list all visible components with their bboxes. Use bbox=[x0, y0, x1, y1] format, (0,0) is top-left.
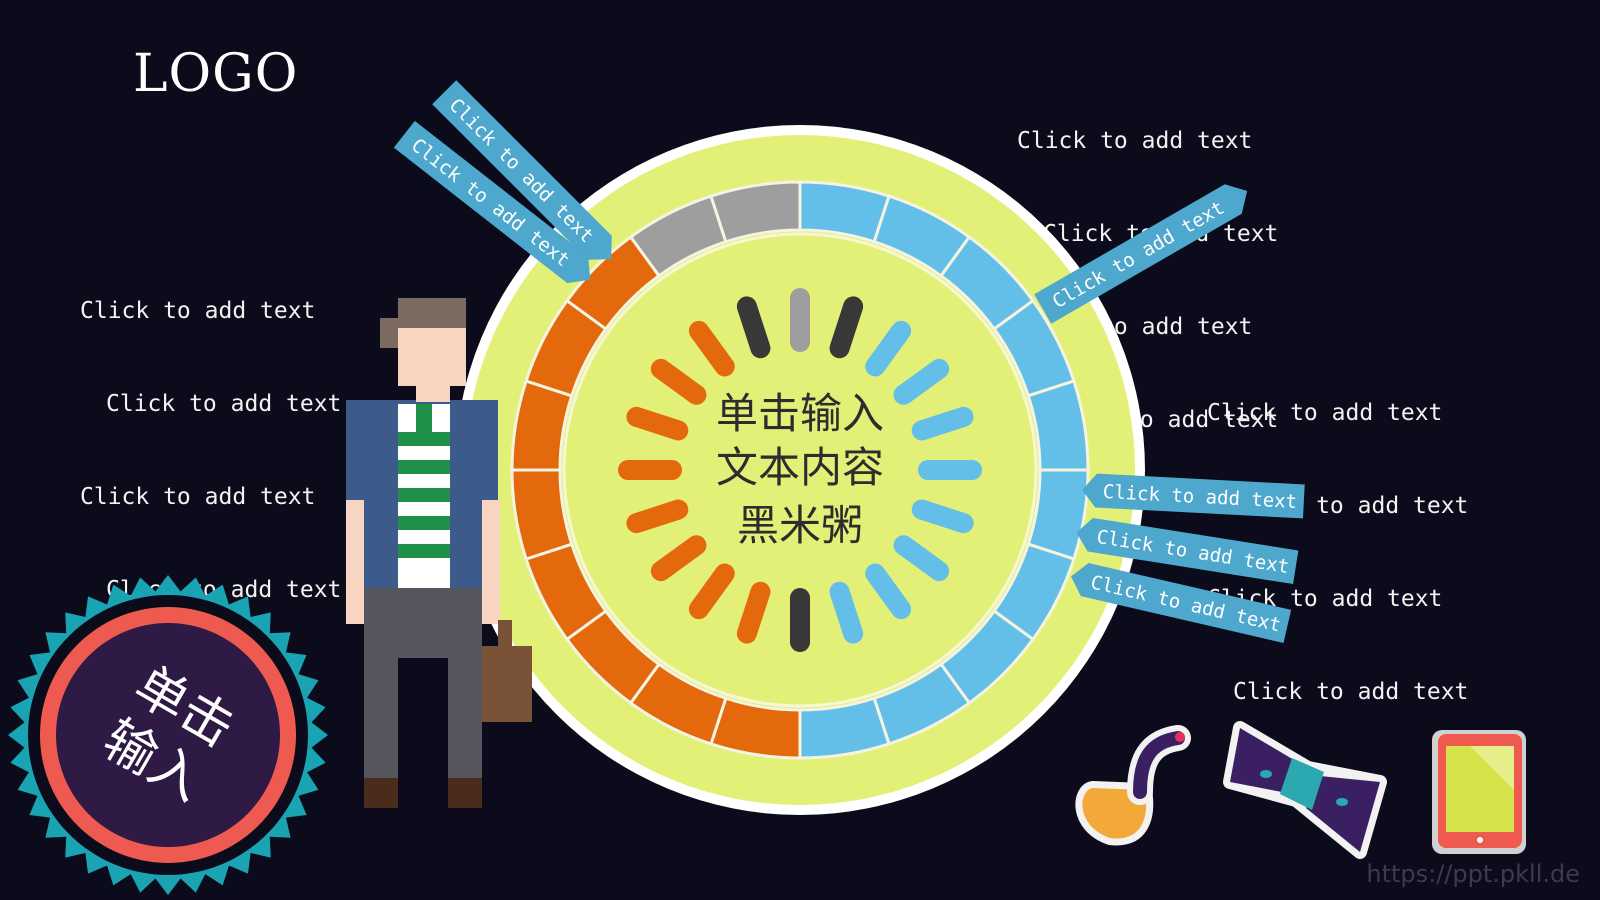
wheel-tick bbox=[893, 358, 950, 405]
wheel-tick bbox=[650, 358, 707, 405]
ribbon-upper-right[interactable]: Click to add text bbox=[1034, 176, 1255, 324]
wheel-tick bbox=[736, 296, 771, 359]
badge-seal[interactable]: 单击 输入 bbox=[8, 575, 328, 895]
text-line[interactable]: Click to add text bbox=[80, 484, 316, 510]
text-line[interactable]: Click to add text bbox=[1207, 400, 1443, 426]
wheel-tick bbox=[829, 296, 864, 359]
wheel-tick bbox=[736, 581, 771, 644]
text-line[interactable]: Click to add text bbox=[106, 391, 342, 417]
wheel-tick bbox=[626, 499, 689, 534]
watermark: https://ppt.pkll.de bbox=[1366, 860, 1580, 888]
logo[interactable]: LOGO bbox=[133, 44, 299, 104]
wheel-tick bbox=[829, 581, 864, 644]
ribbon-text[interactable]: Click to add text bbox=[1049, 197, 1228, 313]
wheel-ticks bbox=[618, 288, 982, 652]
text-block-right[interactable]: Click to add text Click to add text Clic… bbox=[1207, 336, 1468, 739]
wheel-ring bbox=[510, 180, 1090, 760]
wheel-tick bbox=[688, 563, 735, 620]
pixel-man-illustration bbox=[346, 298, 532, 808]
wheel-tick bbox=[911, 406, 974, 441]
wheel-tick bbox=[626, 406, 689, 441]
tablet-icon bbox=[1432, 730, 1526, 854]
wheel-inner-disc bbox=[562, 232, 1038, 708]
wheel-tick bbox=[865, 563, 912, 620]
pipe-icon bbox=[1075, 725, 1191, 846]
center-text-line-1[interactable]: 单击输入 bbox=[716, 389, 884, 438]
wheel-diagram: 单击输入 文本内容 黑米粥 bbox=[455, 125, 1145, 815]
wheel-tick bbox=[865, 320, 912, 377]
text-block-left[interactable]: Click to add text Click to add text Clic… bbox=[80, 234, 341, 637]
text-line[interactable]: Click to add text bbox=[1017, 128, 1253, 154]
text-line[interactable]: Click to add text bbox=[1233, 679, 1469, 705]
text-line[interactable]: Click to add text bbox=[80, 298, 316, 324]
ribbon-right-1[interactable]: Click to add text bbox=[1081, 473, 1305, 519]
wheel-tick bbox=[911, 499, 974, 534]
wheel-tick bbox=[893, 535, 950, 582]
center-text-line-2[interactable]: 文本内容 bbox=[716, 443, 884, 492]
center-text-line-3[interactable]: 黑米粥 bbox=[737, 501, 863, 550]
wheel-tick bbox=[650, 535, 707, 582]
wheel-tick bbox=[688, 320, 735, 377]
bow-tie-icon bbox=[1223, 721, 1387, 859]
